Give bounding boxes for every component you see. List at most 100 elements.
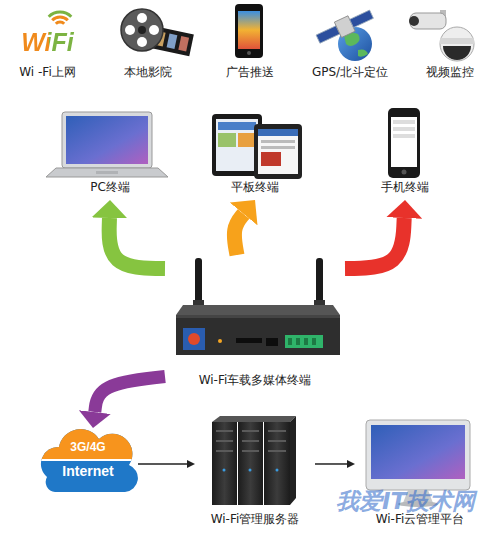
node-label: Wi-Fi管理服务器 <box>195 512 315 526</box>
film-reel-icon <box>138 26 146 34</box>
imac-monitor-illustration <box>371 425 465 479</box>
router-illustration <box>312 338 316 345</box>
cctv-camera-icon <box>443 46 471 60</box>
laptop-illustration <box>46 168 168 177</box>
cctv-camera-icon <box>440 27 474 61</box>
server-rack-illustration <box>223 469 226 472</box>
router-illustration <box>218 339 222 343</box>
server-rack-illustration <box>242 430 259 432</box>
tablet-illustration <box>254 124 302 179</box>
router-illustration <box>176 258 340 355</box>
film-reel-icon <box>121 9 194 56</box>
film-reel-icon <box>167 34 178 49</box>
server-rack-illustration <box>249 469 252 472</box>
laptop-illustration <box>62 112 152 168</box>
feature-icon: 本地影院 <box>100 5 195 83</box>
watermark: 我爱IT技术网 <box>336 488 475 514</box>
tablet-illustration <box>261 146 295 149</box>
satellite-icon <box>314 6 375 46</box>
server-rack-illustration <box>276 469 279 472</box>
cctv-camera-icon <box>409 16 419 26</box>
phone-illustration <box>402 170 407 175</box>
node-label: 本地影院 <box>100 65 195 79</box>
server-rack-illustration <box>242 440 259 442</box>
tablet-illustration <box>238 133 256 147</box>
server-rack-illustration <box>242 450 259 452</box>
server-rack-illustration <box>290 416 296 505</box>
node-label: 手机终端 <box>360 180 450 194</box>
server-rack-illustration <box>268 440 286 442</box>
server-device: Wi-Fi管理服务器 <box>195 415 315 530</box>
node-label: Wi -Fi上网 <box>5 65 90 79</box>
wifi-logo <box>49 12 72 17</box>
laptop-illustration <box>46 112 168 177</box>
phone-illustration <box>391 117 417 167</box>
router-illustration <box>285 335 323 348</box>
server-rack-illustration <box>212 416 296 505</box>
feature-icon: 广告推送 <box>205 5 295 83</box>
phone-illustration <box>393 134 415 138</box>
server-rack-illustration <box>212 422 237 505</box>
node-label: Wi-Fi云管理平台 <box>355 512 485 526</box>
server-rack-illustration <box>216 440 233 442</box>
film-reel-icon <box>178 36 189 51</box>
tablet-illustration <box>216 119 258 171</box>
server-rack-illustration <box>238 422 263 505</box>
feature-icon: WiFi Wi -Fi上网 <box>5 5 90 83</box>
phone-illustration <box>388 108 420 178</box>
server-rack-illustration <box>264 422 290 505</box>
satellite-icon <box>350 10 374 27</box>
node-label: Internet <box>38 463 138 479</box>
server-rack-illustration <box>216 450 233 452</box>
cctv-camera-icon <box>410 13 446 29</box>
laptop-illustration <box>66 116 148 164</box>
server-rack-illustration <box>268 430 286 432</box>
router-illustration <box>266 338 278 346</box>
tablet-illustration <box>258 129 298 136</box>
film-reel-icon <box>121 9 163 51</box>
server-rack-illustration <box>212 416 296 422</box>
router-illustration <box>188 333 200 345</box>
satellite-icon <box>358 50 368 57</box>
feature-icon: GPS/北斗定位 <box>300 5 400 83</box>
server-rack-illustration <box>216 430 233 432</box>
flow-arrow <box>138 463 187 465</box>
node-label: 3G/4G <box>38 440 138 454</box>
film-reel-icon <box>137 37 147 47</box>
node-label: GPS/北斗定位 <box>300 65 400 79</box>
smartphone-icon <box>238 11 260 49</box>
router-illustration <box>183 328 205 350</box>
terminal-device: PC终端 <box>55 105 165 200</box>
smartphone-icon <box>235 4 263 58</box>
curved-arrow <box>109 218 165 269</box>
router-illustration <box>176 305 340 315</box>
smartphone-icon <box>235 4 263 58</box>
logo-text: WiFi <box>5 29 90 56</box>
server-rack-illustration <box>268 450 286 452</box>
terminal-device: 手机终端 <box>360 100 450 200</box>
tablet-illustration <box>218 133 236 147</box>
router-illustration <box>304 338 308 345</box>
curved-arrow <box>345 218 404 269</box>
tablet-illustration <box>261 140 295 143</box>
feature-icon: 视频监控 <box>405 5 495 83</box>
node-label: 广告推送 <box>205 65 295 79</box>
cctv-camera-icon <box>409 10 474 61</box>
router-illustration <box>236 338 262 343</box>
phone-illustration <box>393 127 415 131</box>
tablet-illustration <box>261 152 281 166</box>
router-illustration <box>296 338 300 345</box>
node-label: PC终端 <box>55 180 165 194</box>
internet-cloud: 3G/4G Internet <box>38 428 138 493</box>
node-label: Wi-Fi车载多媒体终端 <box>165 373 345 387</box>
router-illustration <box>176 315 340 355</box>
tablet-illustration <box>258 129 298 174</box>
tablet-illustration <box>212 114 302 179</box>
curved-arrow <box>95 377 165 413</box>
smartphone-icon <box>247 51 251 55</box>
imac-monitor-illustration <box>366 420 470 490</box>
internet-cloud <box>40 459 140 461</box>
film-reel-icon <box>149 25 159 35</box>
router-device: Wi-Fi车载多媒体终端 <box>165 255 345 390</box>
